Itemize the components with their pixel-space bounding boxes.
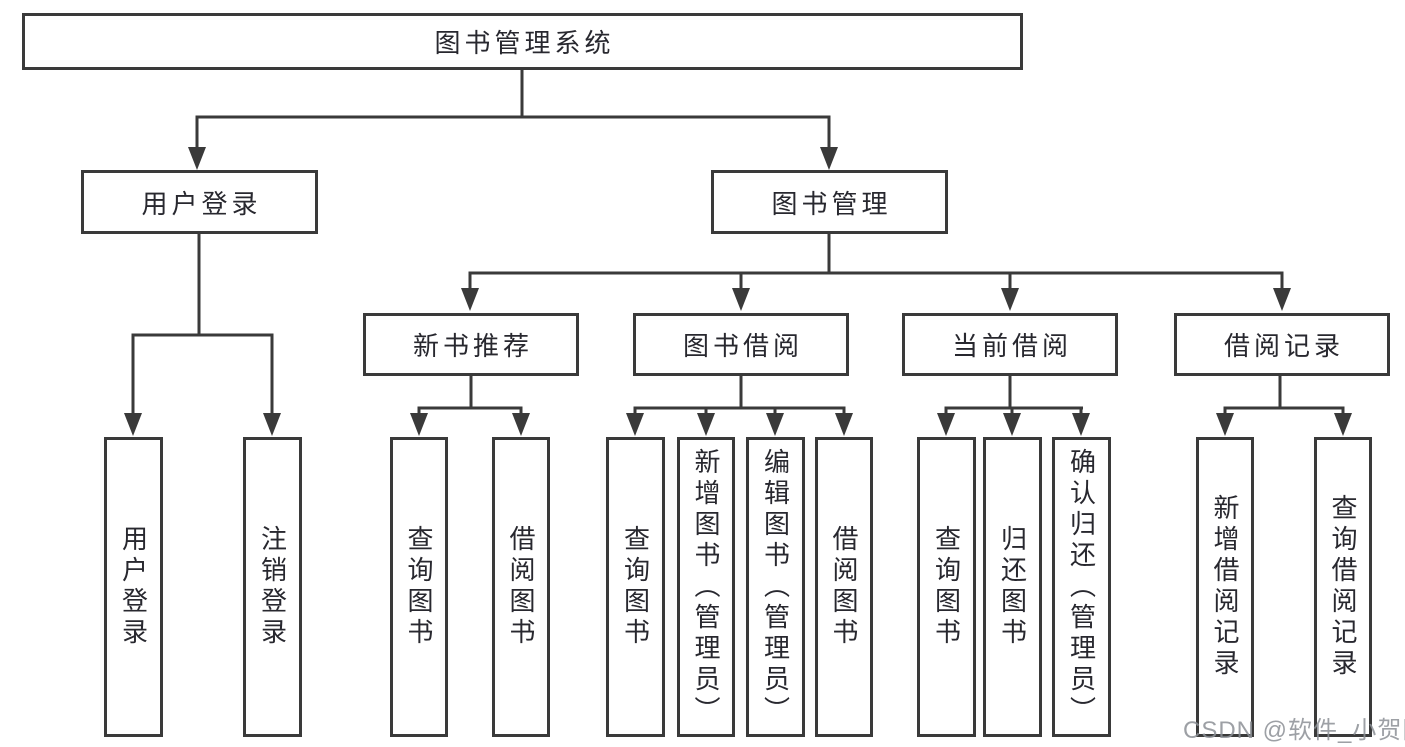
node-leaf-return-book-label: 归还图书 bbox=[997, 525, 1028, 649]
node-leaf-borrow-book-1-label: 借阅图书 bbox=[506, 525, 536, 649]
edge-user-login-to-leaves bbox=[124, 234, 281, 436]
node-book-borrow-label: 图书借阅 bbox=[682, 331, 803, 361]
node-leaf-add-book: 新增图书（管理员） bbox=[677, 437, 735, 737]
node-book-mgmt: 图书管理 bbox=[711, 170, 948, 234]
node-current-borrow-label: 当前借阅 bbox=[951, 331, 1072, 361]
node-leaf-query-book-2: 查询图书 bbox=[606, 437, 665, 737]
node-leaf-logout-label: 注销登录 bbox=[257, 525, 288, 649]
node-leaf-borrow-book-2-label: 借阅图书 bbox=[829, 525, 859, 649]
node-root-label: 图书管理系统 bbox=[434, 28, 615, 58]
node-leaf-borrow-book-2: 借阅图书 bbox=[815, 437, 873, 737]
edge-book-mgmt-to-level3 bbox=[461, 234, 1291, 311]
node-current-borrow: 当前借阅 bbox=[902, 313, 1118, 376]
node-leaf-query-book-1: 查询图书 bbox=[390, 437, 448, 737]
watermark: CSDN @软件_小贺同学 bbox=[1183, 717, 1405, 744]
node-leaf-user-login-label: 用户登录 bbox=[118, 525, 149, 649]
edge-current-borrow-to-leaves bbox=[937, 376, 1090, 436]
node-new-book-rec-label: 新书推荐 bbox=[412, 331, 533, 361]
node-leaf-add-book-label: 新增图书（管理员） bbox=[691, 447, 721, 727]
node-leaf-return-book: 归还图书 bbox=[983, 437, 1042, 737]
node-leaf-query-book-2-label: 查询图书 bbox=[620, 525, 651, 649]
node-book-mgmt-label: 图书管理 bbox=[771, 188, 892, 219]
node-borrow-records-label: 借阅记录 bbox=[1223, 331, 1344, 361]
node-user-login: 用户登录 bbox=[81, 170, 318, 234]
node-leaf-add-borrow-record-label: 新增借阅记录 bbox=[1210, 494, 1240, 680]
node-leaf-confirm-return: 确认归还（管理员） bbox=[1052, 437, 1111, 737]
node-leaf-edit-book: 编辑图书（管理员） bbox=[746, 437, 805, 737]
node-leaf-edit-book-label: 编辑图书（管理员） bbox=[760, 447, 791, 727]
node-leaf-user-login: 用户登录 bbox=[104, 437, 163, 737]
node-user-login-label: 用户登录 bbox=[141, 188, 262, 219]
edge-root-to-level2 bbox=[188, 70, 838, 170]
node-new-book-rec: 新书推荐 bbox=[363, 313, 579, 376]
node-leaf-query-book-3: 查询图书 bbox=[917, 437, 976, 737]
node-leaf-confirm-return-label: 确认归还（管理员） bbox=[1066, 447, 1097, 727]
node-leaf-query-book-1-label: 查询图书 bbox=[404, 525, 434, 649]
node-leaf-query-borrow-record-label: 查询借阅记录 bbox=[1328, 494, 1358, 680]
node-leaf-query-book-3-label: 查询图书 bbox=[931, 525, 962, 649]
edge-borrow-records-to-leaves bbox=[1216, 376, 1352, 436]
node-book-borrow: 图书借阅 bbox=[633, 313, 849, 376]
edge-book-borrow-to-leaves bbox=[626, 376, 853, 436]
node-borrow-records: 借阅记录 bbox=[1174, 313, 1390, 376]
edge-new-book-rec-to-leaves bbox=[410, 376, 530, 436]
node-root: 图书管理系统 bbox=[22, 13, 1023, 70]
node-leaf-add-borrow-record: 新增借阅记录 bbox=[1196, 437, 1254, 737]
node-leaf-query-borrow-record: 查询借阅记录 bbox=[1314, 437, 1372, 737]
node-leaf-borrow-book-1: 借阅图书 bbox=[492, 437, 550, 737]
node-leaf-logout: 注销登录 bbox=[243, 437, 302, 737]
